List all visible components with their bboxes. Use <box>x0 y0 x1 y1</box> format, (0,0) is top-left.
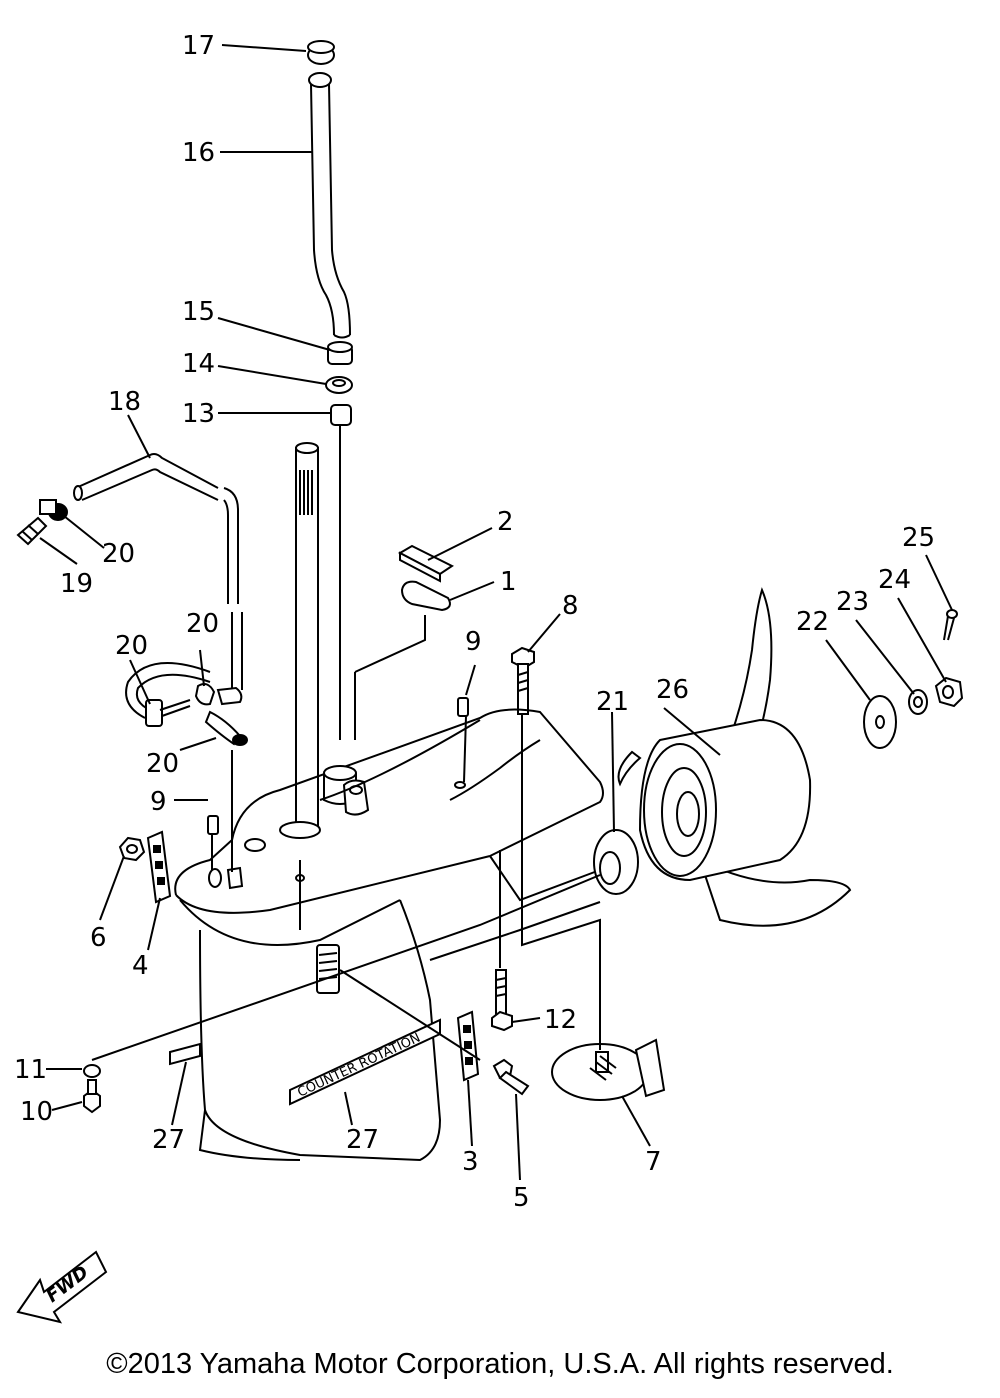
callout-6: 6 <box>90 923 107 953</box>
callout-10: 10 <box>20 1097 53 1127</box>
counter-rotation-text: COUNTER ROTATION <box>295 1031 423 1101</box>
callout-15: 15 <box>182 297 215 327</box>
callout-7: 7 <box>645 1147 662 1177</box>
callout-19: 19 <box>60 569 93 599</box>
callout-4: 4 <box>132 951 149 981</box>
part-25-cotter-pin <box>943 609 958 641</box>
forward-arrow-icon: FWD <box>16 1250 108 1324</box>
callout-21: 21 <box>596 687 629 717</box>
part-1-anode-holder <box>400 580 451 612</box>
part-19-nipple <box>16 516 48 546</box>
lower-unit-housing <box>174 708 604 1162</box>
leader-lines <box>39 44 953 1181</box>
callout-12: 12 <box>544 1005 577 1035</box>
part-9-dowel-lower <box>207 815 219 835</box>
callout-20-top: 20 <box>102 539 135 569</box>
part-2-anode <box>397 544 454 583</box>
part-5-bolt <box>492 1058 530 1096</box>
part-23-washer <box>908 689 928 715</box>
callout-20-mid-left: 20 <box>115 631 148 661</box>
callout-22: 22 <box>796 607 829 637</box>
part-15-seal <box>327 341 353 365</box>
callout-20-mid-right: 20 <box>186 609 219 639</box>
copyright-notice: ©2013 Yamaha Motor Corporation, U.S.A. A… <box>106 1348 894 1380</box>
callout-27-center: 27 <box>346 1125 379 1155</box>
callout-11: 11 <box>14 1055 47 1085</box>
part-4-trim-anode <box>146 830 172 904</box>
part-17-cap <box>307 40 335 65</box>
callout-18: 18 <box>108 387 141 417</box>
part-8-bolt <box>511 646 535 715</box>
part-24-prop-nut <box>934 676 964 708</box>
callout-5: 5 <box>513 1183 530 1213</box>
part-22-washer <box>863 695 897 749</box>
part-3-anode <box>456 1010 480 1082</box>
callout-labels: 17 16 15 14 13 18 20 19 2 1 8 9 25 24 23… <box>14 31 935 1213</box>
callout-9-lower: 9 <box>150 787 167 817</box>
callout-9-upper: 9 <box>465 627 482 657</box>
callout-26: 26 <box>656 675 689 705</box>
part-13-collar <box>330 404 352 740</box>
part-26-propeller <box>617 587 852 927</box>
callout-16: 16 <box>182 138 215 168</box>
part-21-thrust-spacer <box>593 829 639 895</box>
part-27-decal-counter-rotation: COUNTER ROTATION <box>289 1018 441 1106</box>
callout-24: 24 <box>878 565 911 595</box>
part-11-washer <box>83 1064 101 1078</box>
callout-13: 13 <box>182 399 215 429</box>
callout-20-bottom: 20 <box>146 749 179 779</box>
pilot-hose-assembly <box>125 662 248 746</box>
drive-shaft <box>295 442 319 829</box>
callout-8: 8 <box>562 591 579 621</box>
callout-23: 23 <box>836 587 869 617</box>
callout-25: 25 <box>902 523 935 553</box>
part-10-bolt <box>83 1079 101 1114</box>
callout-27-left: 27 <box>152 1125 185 1155</box>
part-27-decal-left <box>169 1042 201 1066</box>
part-9-dowel-upper <box>457 697 469 717</box>
part-18-hose <box>73 453 243 690</box>
part-16-water-tube <box>308 72 351 339</box>
part-14-grommet <box>325 376 353 394</box>
callout-1: 1 <box>500 567 517 597</box>
callout-14: 14 <box>182 349 215 379</box>
callout-2: 2 <box>497 507 514 537</box>
part-7-trim-tab <box>551 1038 666 1101</box>
callout-3: 3 <box>462 1147 479 1177</box>
callout-17: 17 <box>182 31 215 61</box>
part-12-bolt <box>491 969 513 1032</box>
part-20-clip <box>39 499 68 521</box>
